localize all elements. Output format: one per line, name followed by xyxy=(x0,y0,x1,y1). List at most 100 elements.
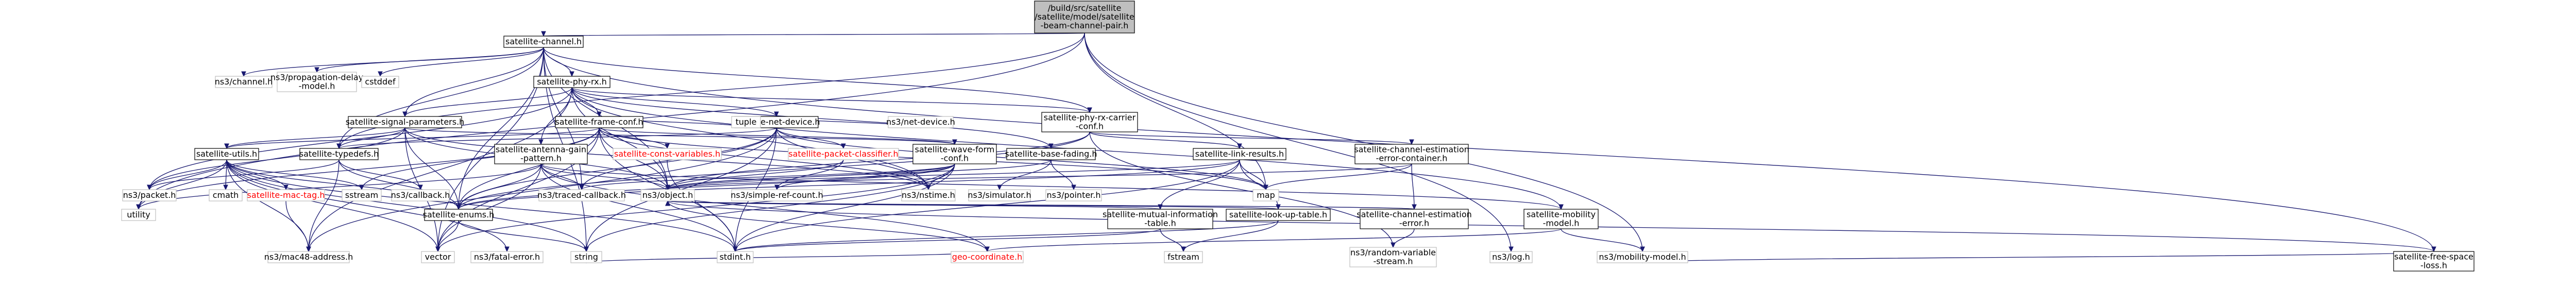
node-label: satellite-const-variables.h xyxy=(614,149,720,159)
edge-satellite-wave-form-conf-to-ns-simple-ref-count xyxy=(777,163,955,190)
node-box xyxy=(247,189,325,201)
edge-satellite-antenna-gain-pattern-to-stdint xyxy=(540,163,735,251)
edge-satellite-wave-form-conf-to-ns-traced-callback xyxy=(582,163,955,190)
node-satellite-frame-conf[interactable]: satellite-frame-conf.h xyxy=(555,116,643,128)
node-label: -beam-channel-pair.h xyxy=(1041,21,1129,30)
node-box xyxy=(1489,251,1533,263)
node-label: -model.h xyxy=(299,81,335,91)
node-box xyxy=(277,72,357,92)
node-cmath: cmath xyxy=(209,189,243,201)
node-ns-traced-callback: ns3/traced-callback.h xyxy=(537,189,626,201)
edge-satellite-channel-to-satellite-signal-parameters xyxy=(405,47,544,116)
edge-satellite-phy-rx-to-satellite-signal-parameters xyxy=(405,87,572,116)
node-label: satellite-utils.h xyxy=(196,149,257,159)
node-satellite-wave-form-conf[interactable]: satellite-wave-form-conf.h xyxy=(912,144,997,164)
node-ns-simulator: ns3/simulator.h xyxy=(968,189,1031,201)
edge-satellite-utils-to-sstream xyxy=(226,159,362,190)
edge-satellite-utils-to-vector xyxy=(226,159,438,251)
node-ns-packet: ns3/packet.h xyxy=(122,189,177,201)
node-label: cmath xyxy=(213,190,239,200)
edge-satellite-phy-rx-carrier-conf-to-satellite-link-results xyxy=(1089,131,1240,148)
node-box xyxy=(267,251,350,263)
node-box xyxy=(1164,251,1203,263)
node-satellite-mac-tag[interactable]: satellite-mac-tag.h xyxy=(247,189,325,201)
node-box xyxy=(538,189,625,201)
edge-satellite-mutual-information-table-to-stdint xyxy=(735,228,1161,251)
edge-satellite-frame-conf-to-ns-nstime xyxy=(599,127,928,190)
edge-satellite-channel-to-satellite-typedefs xyxy=(339,47,544,148)
node-tuple: tuple xyxy=(731,116,761,128)
node-label: -error-container.h xyxy=(1376,154,1448,163)
edge-satellite-phy-rx-carrier-conf-to-satellite-enums xyxy=(459,131,1090,209)
node-box xyxy=(1045,189,1102,201)
node-satellite-base-fading[interactable]: satellite-base-fading.h xyxy=(1005,148,1097,160)
edge-satellite-wave-form-conf-to-string xyxy=(586,163,955,251)
node-satellite-phy-rx-carrier-conf[interactable]: satellite-phy-rx-carrier-conf.h xyxy=(1041,112,1138,132)
node-satellite-channel-estimation-error-container[interactable]: satellite-channel-estimation-error-conta… xyxy=(1354,144,1469,164)
node-satellite-antenna-gain-pattern[interactable]: satellite-antenna-gain-pattern.h xyxy=(494,144,588,164)
node-box xyxy=(348,116,462,128)
edge-root-to-satellite-channel xyxy=(544,33,1085,36)
node-label: satellite-packet-classifier.h xyxy=(788,149,898,159)
node-satellite-signal-parameters[interactable]: satellite-signal-parameters.h xyxy=(346,116,465,128)
node-satellite-utils[interactable]: satellite-utils.h xyxy=(194,148,259,160)
node-box xyxy=(555,116,643,128)
node-label: satellite-free-space xyxy=(2394,252,2473,262)
edge-geo-coordinate-to-string xyxy=(586,251,988,263)
node-box xyxy=(121,209,156,221)
node-box xyxy=(1354,144,1469,164)
node-label: ns3/callback.h xyxy=(391,190,450,200)
node-satellite-channel-estimation-error[interactable]: satellite-channel-estimation-error.h xyxy=(1357,209,1472,229)
node-box xyxy=(951,251,1024,263)
node-box xyxy=(421,251,455,263)
edge-satellite-channel-estimation-error-to-ns-object xyxy=(668,201,1415,210)
edge-satellite-look-up-table-to-stdint xyxy=(735,220,1279,251)
edge-satellite-mutual-information-table-to-fstream xyxy=(1160,228,1183,251)
node-box xyxy=(912,144,997,164)
node-satellite-free-space-loss[interactable]: satellite-free-space-loss.h xyxy=(2393,251,2475,272)
node-box xyxy=(570,251,602,263)
node-ns-mobility-model: ns3/mobility-model.h xyxy=(1597,251,1688,263)
node-box xyxy=(788,148,899,160)
node-box xyxy=(122,189,177,201)
edge-satellite-phy-rx-carrier-conf-to-satellite-channel-estimation-error-container xyxy=(1089,131,1412,144)
node-box xyxy=(1193,148,1286,160)
edge-satellite-signal-parameters-to-ns-packet xyxy=(149,127,405,190)
node-ns-net-device: ns3/net-device.h xyxy=(886,116,955,128)
node-satellite-mutual-information-table[interactable]: satellite-mutual-information-table.h xyxy=(1103,209,1218,229)
node-satellite-typedefs[interactable]: satellite-typedefs.h xyxy=(299,148,379,160)
node-ns-fatal-error: ns3/fatal-error.h xyxy=(470,251,544,263)
node-satellite-phy-rx[interactable]: satellite-phy-rx.h xyxy=(533,76,611,88)
edge-satellite-antenna-gain-pattern-to-satellite-mobility-model xyxy=(540,163,1561,209)
node-vector: vector xyxy=(421,251,455,263)
edge-satellite-look-up-table-to-fstream xyxy=(1183,220,1279,251)
node-label: satellite-base-fading.h xyxy=(1005,149,1097,159)
node-satellite-const-variables[interactable]: satellite-const-variables.h xyxy=(613,148,722,160)
node-satellite-look-up-table[interactable]: satellite-look-up-table.h xyxy=(1226,209,1331,221)
node-box xyxy=(424,209,493,221)
node-box xyxy=(968,189,1031,201)
node-box xyxy=(391,189,450,201)
node-label: satellite-antenna-gain xyxy=(496,145,586,155)
node-label: ns3/fatal-error.h xyxy=(474,252,540,262)
node-root[interactable]: /build/src/satellite/satellite/model/sat… xyxy=(1034,1,1135,33)
node-label: ns3/simple-ref-count.h xyxy=(731,190,823,200)
edge-satellite-utils-to-ns-fatal-error xyxy=(226,159,507,251)
edge-satellite-channel-estimation-error-to-ns-random-variable-stream xyxy=(1393,228,1415,247)
node-sstream: sstream xyxy=(342,189,382,201)
node-label: -conf.h xyxy=(1076,122,1104,131)
node-satellite-link-results[interactable]: satellite-link-results.h xyxy=(1193,148,1286,160)
node-geo-coordinate[interactable]: geo-coordinate.h xyxy=(951,251,1024,263)
node-label: -stream.h xyxy=(1373,257,1413,266)
edge-satellite-channel-estimation-error-container-to-ns-object xyxy=(668,163,1412,190)
node-label: ns3/log.h xyxy=(1492,252,1530,262)
node-label: map xyxy=(1257,190,1275,200)
node-satellite-channel[interactable]: satellite-channel.h xyxy=(503,36,584,48)
node-box xyxy=(1107,209,1213,229)
edge-satellite-frame-conf-to-vector xyxy=(438,127,600,251)
node-label: satellite-frame-conf.h xyxy=(555,117,643,127)
node-satellite-packet-classifier[interactable]: satellite-packet-classifier.h xyxy=(788,148,899,160)
node-label: /satellite/model/satellite xyxy=(1035,12,1134,22)
node-satellite-mobility-model[interactable]: satellite-mobility-model.h xyxy=(1523,209,1599,229)
node-satellite-enums[interactable]: satellite-enums.h xyxy=(423,209,495,221)
